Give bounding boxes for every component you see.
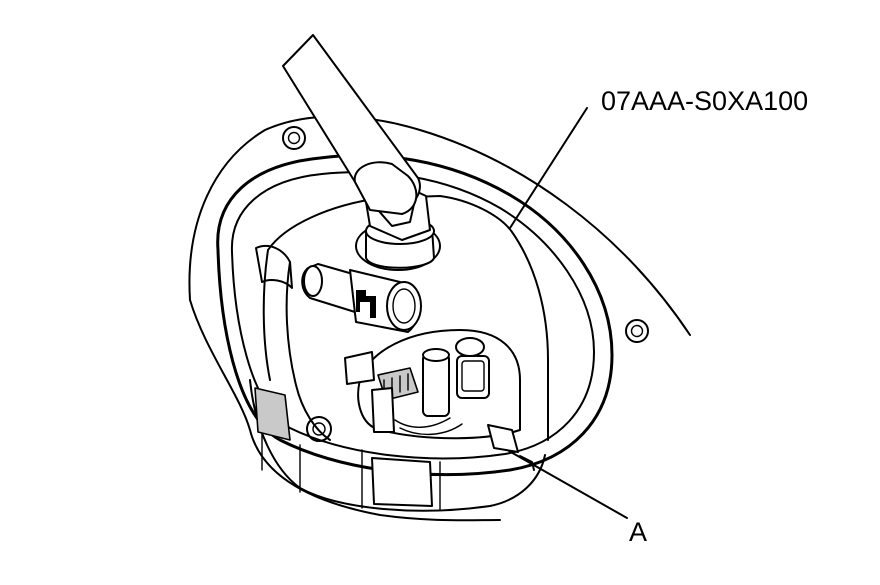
retaining-tab-a bbox=[487, 424, 519, 453]
tank-surface-lower-edge bbox=[189, 299, 501, 522]
pump-housing-block-left bbox=[254, 387, 291, 441]
mounting-bolt-upper bbox=[282, 126, 306, 150]
inner-chamber-opening bbox=[357, 329, 521, 440]
part-a-leader-line bbox=[508, 450, 628, 519]
wire-harness bbox=[394, 417, 463, 436]
pump-housing-block-mid bbox=[371, 457, 433, 507]
part-a-callout-label: A bbox=[629, 517, 648, 547]
pump-module-left-wall bbox=[262, 249, 271, 381]
fuel-filter-cylinder bbox=[422, 348, 450, 417]
retaining-tab-a-lip bbox=[519, 455, 535, 471]
pump-bracket-post bbox=[371, 387, 395, 433]
pump-support-strap bbox=[255, 244, 293, 289]
pump-bracket-left bbox=[344, 351, 375, 385]
pump-housing-skirt bbox=[249, 379, 546, 512]
fuel-level-sender bbox=[455, 337, 490, 399]
mounting-bolt-right bbox=[625, 319, 649, 343]
pump-module-inner-wall bbox=[285, 261, 331, 441]
tool-leader-line bbox=[509, 107, 588, 229]
fuel-line-fitting bbox=[301, 263, 422, 333]
opening-rim-inner bbox=[230, 171, 595, 460]
pump-module-body bbox=[267, 195, 549, 441]
opening-rim-outer bbox=[216, 153, 614, 477]
special-tool-callout-label: 07AAA-S0XA100 bbox=[601, 86, 809, 116]
special-tool-handle bbox=[282, 34, 421, 215]
